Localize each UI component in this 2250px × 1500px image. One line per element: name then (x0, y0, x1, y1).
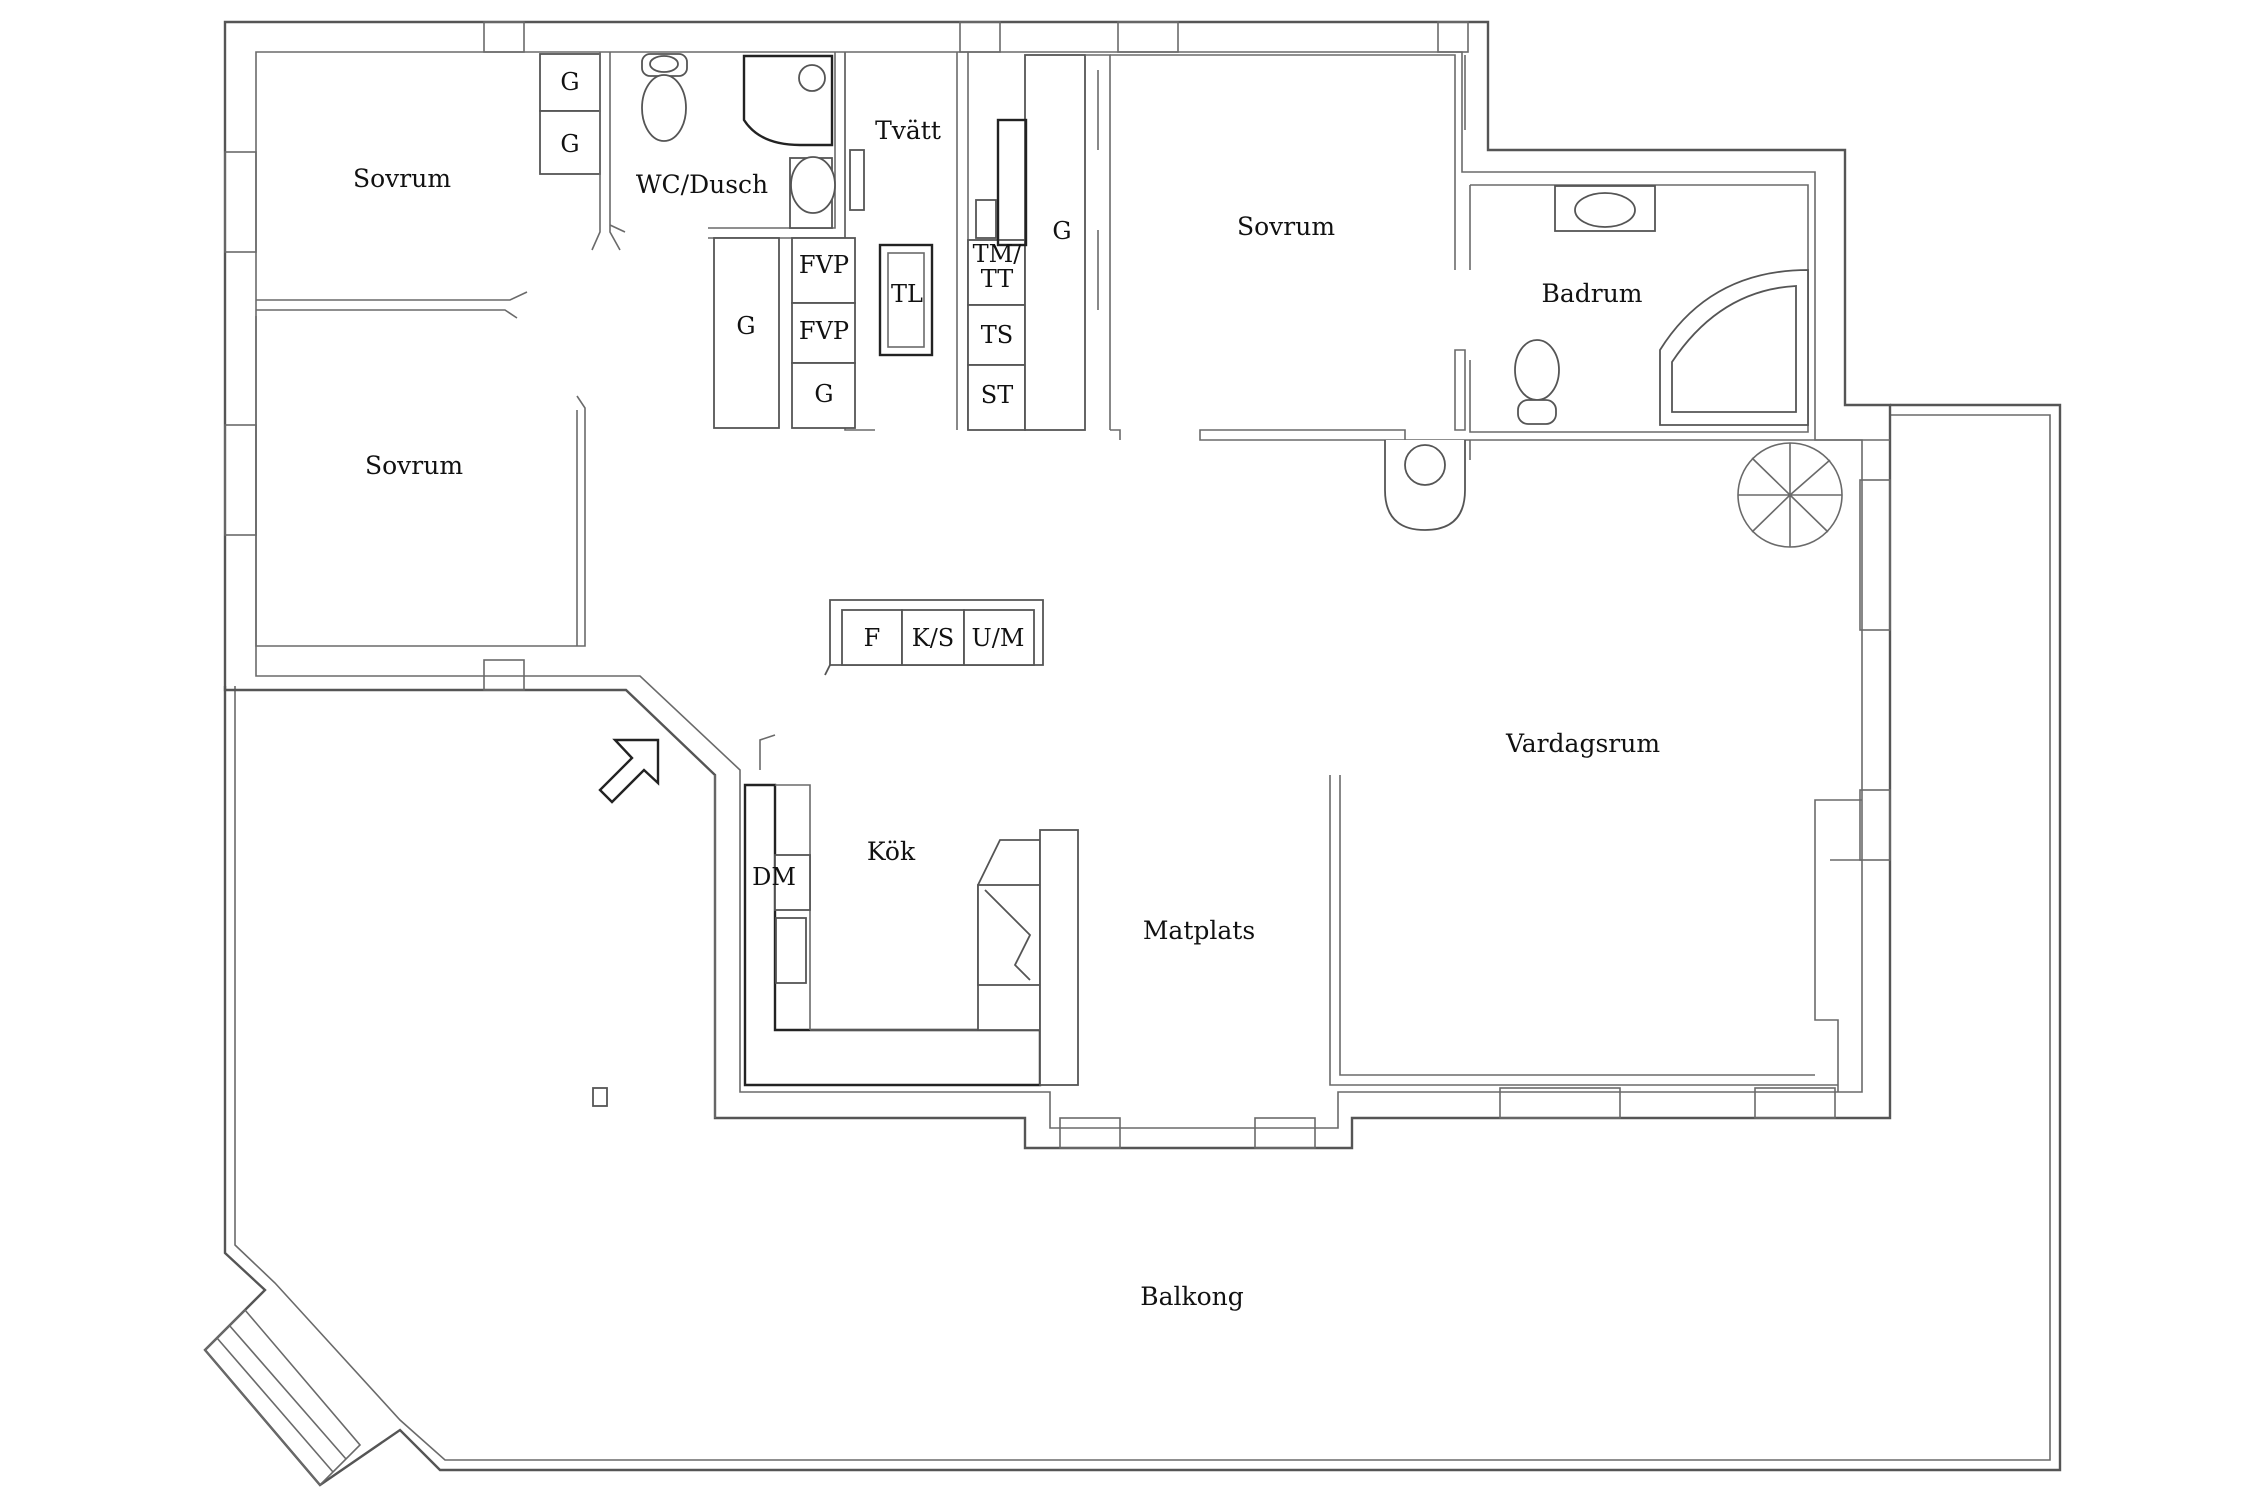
fixture-label-dishwasher: DM (752, 863, 796, 891)
laundry-right-cabinets (967, 54, 1086, 431)
bathroom-sink-icon (1554, 185, 1656, 232)
bathtub-icon (1659, 269, 1809, 426)
room-label-kitchen: Kök (867, 837, 916, 866)
fixture-label-storage: ST (981, 381, 1013, 409)
fixture-label-tumbler: TL (891, 280, 923, 308)
balcony-outline (203, 403, 2062, 1487)
fixture-label-fridge: F (864, 624, 881, 652)
bedroom-2-walls (255, 316, 586, 647)
kitchen-counter (743, 783, 1042, 1087)
living-wall-bump (1814, 799, 1862, 1092)
wardrobe-doors (1085, 54, 1111, 430)
left-windows (224, 21, 1469, 691)
fixture-label-wardrobe-2: G (560, 130, 579, 158)
laundry-left-cabinets (713, 237, 856, 429)
bedroom-3-door (1454, 349, 1466, 431)
apartment-outer-wall (223, 20, 1892, 1150)
balcony-steps (203, 1308, 362, 1487)
bedroom-1-walls (256, 291, 528, 319)
kitchen-island-walls (714, 734, 776, 1118)
appliance-row (824, 599, 1044, 676)
room-label-living: Vardagsrum (1505, 729, 1660, 758)
room-label-bedroom-2: Sovrum (365, 451, 463, 480)
fixture-label-drying-cabinet: TS (981, 321, 1013, 349)
fixture-label-wardrobe-4: G (814, 380, 833, 408)
shower-icon (742, 54, 834, 147)
laundry-tap-icon (975, 199, 997, 239)
room-label-dining: Matplats (1143, 916, 1255, 945)
closets-bedroom-1 (539, 53, 601, 175)
laundry-sink-icon (996, 118, 1028, 247)
bedroom-3-walls (1110, 54, 1466, 440)
room-label-laundry: Tvätt (875, 116, 941, 145)
corridor-wall (1405, 439, 1890, 460)
column-icon (1384, 440, 1466, 531)
fixture-label-fridge-freezer: K/S (912, 624, 954, 652)
living-windows (1059, 479, 1891, 1149)
fixture-label-wardrobe-5: G (1052, 217, 1071, 245)
room-label-balcony: Balkong (1140, 1282, 1244, 1311)
closet-divider (591, 52, 621, 251)
room-label-wc: WC/Dusch (636, 170, 768, 199)
hall-partition (1199, 429, 1406, 441)
room-label-bathroom: Badrum (1541, 279, 1642, 308)
wc-sink-icon (789, 156, 836, 229)
fixture-label-freezer-2: FVP (799, 317, 849, 345)
spiral-stair-icon (1737, 442, 1843, 548)
balcony-inner-edge (234, 414, 2051, 1461)
tumble-dryer-icon (878, 243, 934, 357)
bathroom-toilet-icon (1514, 339, 1560, 425)
entrance-arrow-icon (598, 738, 660, 804)
bathroom-walls (1469, 184, 1809, 433)
laundry-walls (844, 52, 969, 431)
toilet-icon (641, 53, 688, 142)
tumble-dryer-inner (887, 252, 925, 348)
fixture-label-wardrobe-3: G (736, 312, 755, 340)
room-label-bedroom-3: Sovrum (1237, 212, 1335, 241)
fixture-label-freezer-1: FVP (799, 251, 849, 279)
fixture-label-wardrobe-1: G (560, 68, 579, 96)
room-label-bedroom-1: Sovrum (353, 164, 451, 193)
fixture-label-oven-micro: U/M (972, 624, 1025, 652)
apartment-inner-wall (255, 51, 1863, 1129)
fixture-label-washer-dryer: TM/TT (973, 240, 1023, 293)
kitchen-living-divider (1329, 775, 1838, 1086)
kitchen-column (592, 1087, 608, 1107)
kitchen-stove-unit (977, 829, 1079, 1086)
laundry-door-frame (849, 149, 865, 211)
